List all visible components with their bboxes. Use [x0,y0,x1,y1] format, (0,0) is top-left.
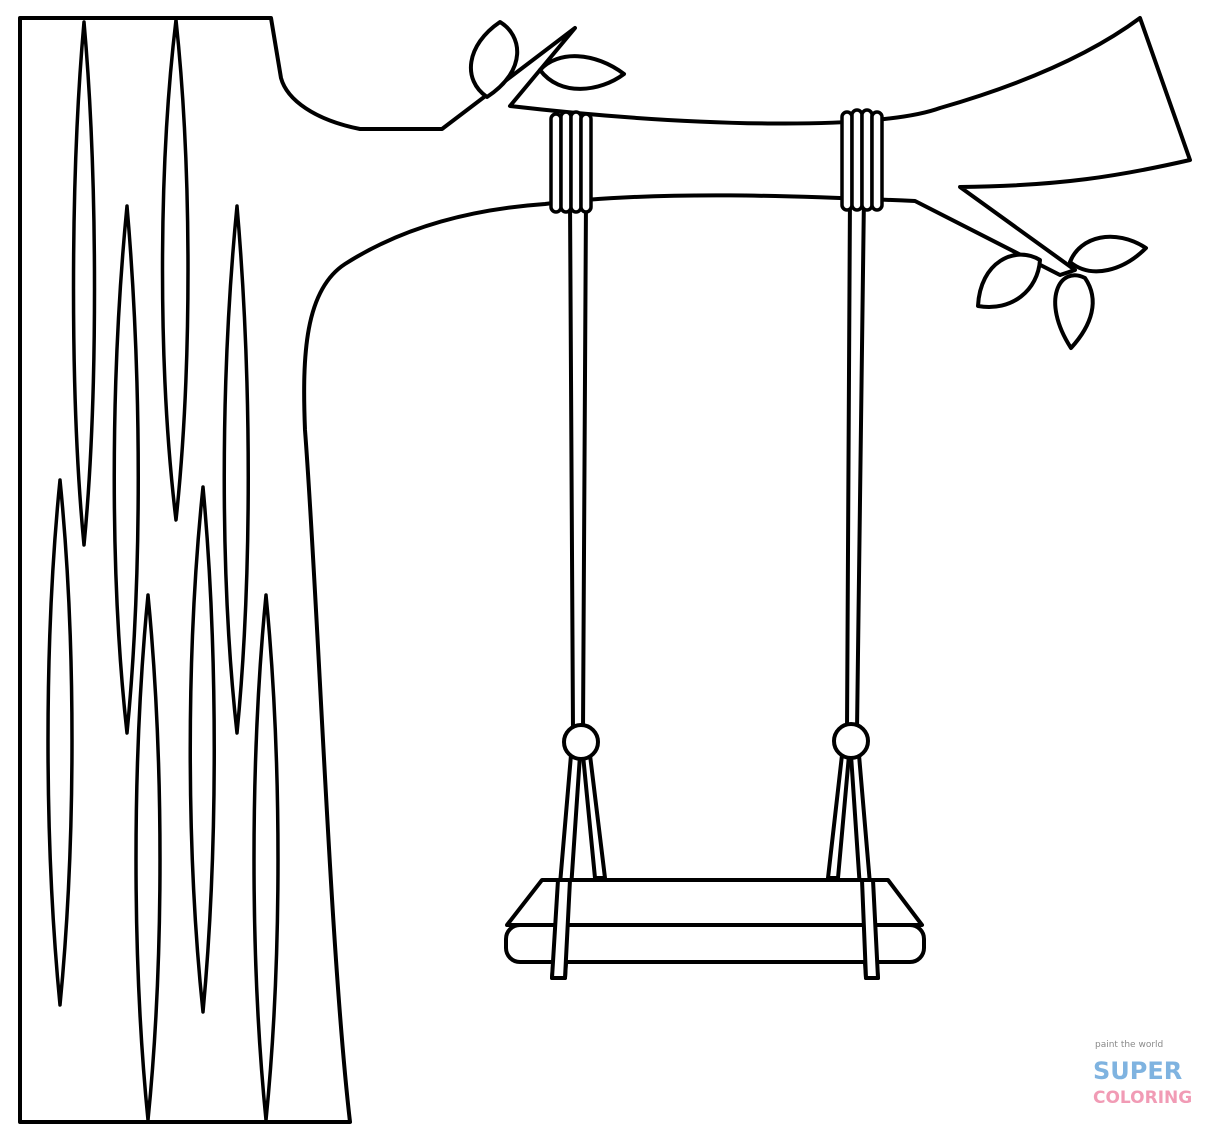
bark-mark [252,593,280,1122]
bark-mark [112,204,140,735]
left-rope-front-over-seat [550,878,572,980]
leaf-icon [1068,234,1148,274]
leaves-top [468,20,626,99]
rope-swing-icon [549,108,884,980]
swing-seat-icon [504,878,926,980]
leaf-icon [538,54,626,91]
right-rope-wrap [840,108,884,212]
left-rope-wrap [549,110,593,214]
right-rope-knot [832,722,870,760]
leaf-icon [976,252,1042,309]
bark-marks [46,18,280,1122]
seat-front [504,923,926,964]
left-rope [568,198,588,732]
right-rope-back-leg [826,753,851,880]
watermark-line1: SUPER [1093,1057,1182,1085]
bark-mark [71,20,97,547]
leaf-icon [468,20,520,99]
watermark-line2: COLORING [1093,1088,1192,1108]
left-rope-knot [562,723,600,761]
right-rope [845,193,866,732]
bark-mark [160,18,190,522]
leaf-icon [1053,273,1095,350]
bark-mark [222,204,250,735]
right-rope-front-over-seat [860,878,880,980]
bark-mark [188,485,216,1014]
watermark-logo: paint the world SUPER COLORING [1093,1040,1192,1108]
leaves-right [976,234,1148,350]
bark-mark [46,478,74,1007]
left-rope-back-leg [581,753,607,880]
watermark-tagline: paint the world [1095,1040,1163,1050]
bark-mark [134,593,162,1122]
